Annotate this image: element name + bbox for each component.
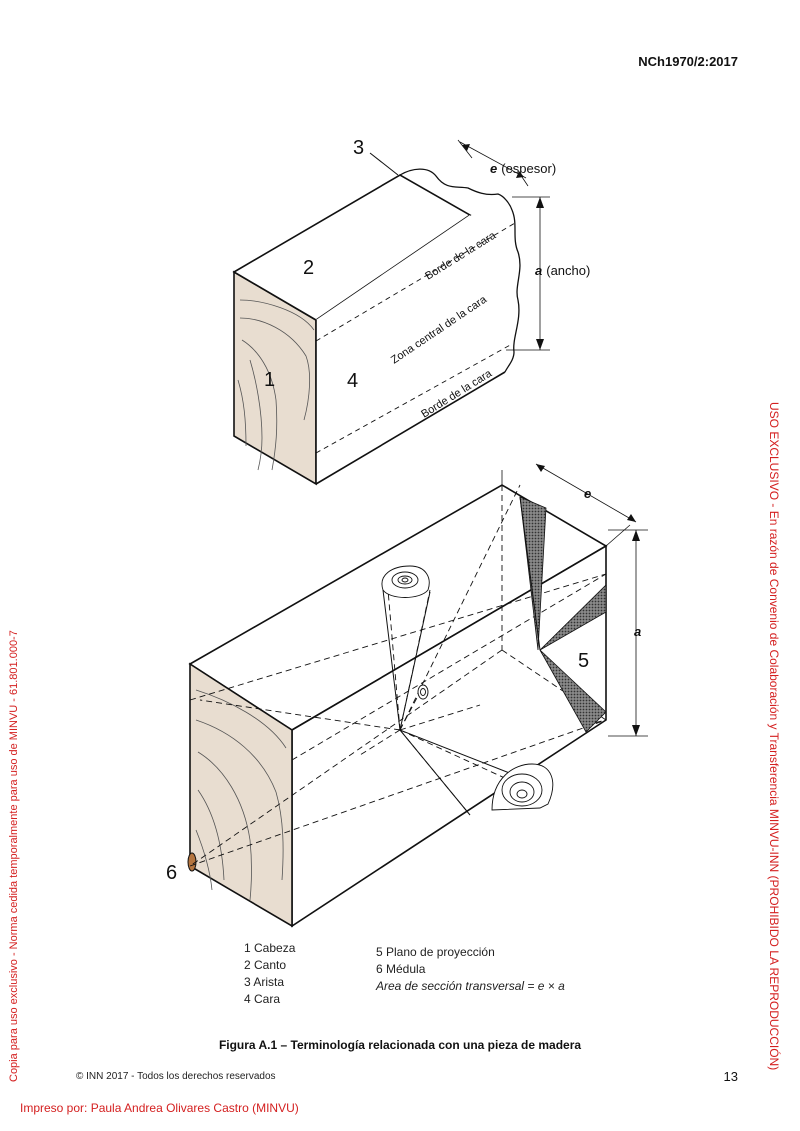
- watermark-right: USO EXCLUSIVO - En razón de Convenio de …: [767, 402, 781, 1071]
- thickness-dimension-label: e (espesor): [490, 161, 556, 176]
- end-grain-face-bottom: [189, 662, 293, 928]
- legend-item: 2 Canto: [244, 958, 287, 972]
- width-symbol: a: [535, 263, 542, 278]
- projection-plane-shading-middle: [539, 584, 607, 651]
- printed-by-notice: Impreso por: Paula Andrea Olivares Castr…: [20, 1101, 299, 1115]
- projected-rings-upper: [381, 565, 430, 598]
- bottom-lumber-piece: e a 5 6: [166, 463, 648, 928]
- width-symbol-bottom: a: [634, 624, 641, 639]
- callout-1: 1: [264, 369, 275, 391]
- projection-plane-shading-lower: [539, 649, 607, 733]
- legend-item: 3 Arista: [244, 975, 285, 989]
- callout-4: 4: [347, 370, 358, 392]
- wide-face: [316, 215, 505, 484]
- thickness-symbol-bottom: e: [584, 486, 591, 501]
- standard-code: NCh1970/2:2017: [638, 54, 738, 69]
- top-lumber-piece: 3 2 1 4 e(espesor) a(ancho) Borde de la …: [232, 137, 590, 486]
- legend-item: 4 Cara: [244, 992, 281, 1006]
- legend-column-1: 1 Cabeza 2 Canto 3 Arista 4 Cara: [244, 940, 295, 1008]
- legend-item: 6 Médula: [376, 962, 426, 976]
- copyright-notice: © INN 2017 - Todos los derechos reservad…: [76, 1071, 276, 1082]
- break-line-side: [504, 209, 521, 373]
- width-text: (ancho): [546, 263, 590, 278]
- legend-area-formula: Area de sección transversal = e × a: [376, 979, 565, 993]
- legend-item: 1 Cabeza: [244, 941, 296, 955]
- end-grain-rings: [237, 299, 315, 471]
- figure-caption: Figura A.1 – Terminología relacionada co…: [218, 1038, 582, 1052]
- thickness-symbol: e: [490, 161, 497, 176]
- projected-rings-small: [417, 684, 429, 700]
- projection-plane-shading-upper: [519, 496, 547, 651]
- width-dimension-label: a (ancho): [535, 263, 590, 278]
- callout-6: 6: [166, 862, 177, 884]
- projected-rings-lower: [491, 763, 554, 811]
- legend-item: 5 Plano de proyección: [376, 945, 495, 959]
- callout-3: 3: [353, 137, 364, 159]
- legend-column-2: 5 Plano de proyección 6 Médula Area de s…: [376, 944, 565, 995]
- thickness-text: (espesor): [501, 161, 556, 176]
- watermark-left: Copia para uso exclusivo - Norma cedida …: [8, 630, 20, 1082]
- break-line-top: [399, 168, 513, 211]
- page-number: 13: [723, 1069, 738, 1084]
- callout-2: 2: [303, 257, 314, 279]
- callout-5: 5: [578, 650, 589, 672]
